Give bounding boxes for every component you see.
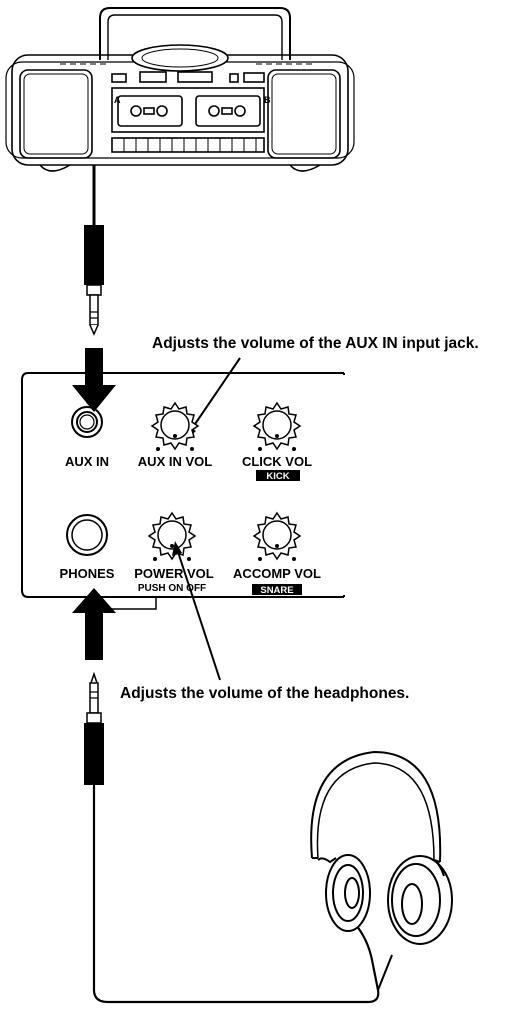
headphones-callout: Adjusts the volume of the headphones. [120,685,409,702]
aux-in-vol-label: AUX IN VOL [138,454,212,469]
headphone-plug-icon [84,671,104,785]
deck-a-label: A [114,95,121,105]
accomp-vol-label: ACCOMP VOL [233,566,321,581]
push-on-off-label: PUSH ON OFF [138,583,206,594]
aux-in-label: AUX IN [65,454,109,469]
boombox-icon [5,7,355,172]
callout-pointer-aux [190,357,241,431]
headphone-cable [92,785,380,1004]
arrow-up-icon [72,588,116,660]
phones-jack-icon [66,514,108,556]
knob-icon [147,401,302,561]
deck-b-label: B [264,95,271,105]
jack-icon [71,406,103,438]
headphones-icon [310,750,453,945]
phones-label: PHONES [60,566,115,581]
callout-pointer-phones [177,551,221,681]
arrow-icon [72,348,116,412]
control-panel [21,372,344,598]
click-vol-label: CLICK VOL [242,454,312,469]
aux-in-vol-callout: Adjusts the volume of the AUX IN input j… [152,335,479,352]
plug-icon [84,225,104,336]
kick-label: KICK [266,471,289,482]
snare-label: SNARE [260,585,293,596]
power-vol-label: POWER VOL [134,566,214,581]
